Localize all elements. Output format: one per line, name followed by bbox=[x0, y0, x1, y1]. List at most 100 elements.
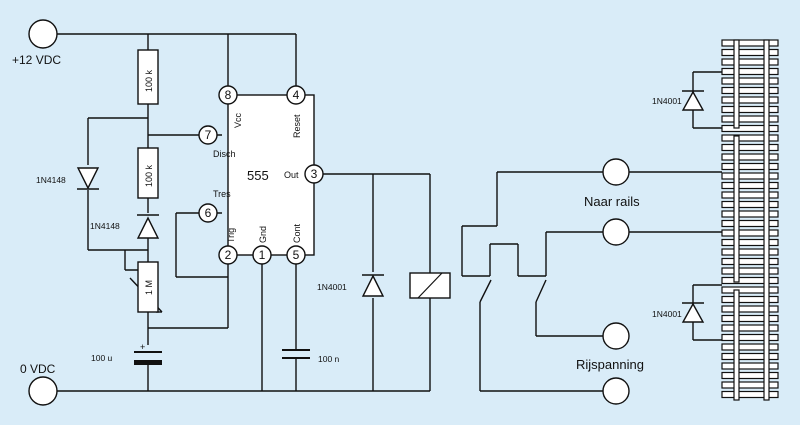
pin-1-number: 1 bbox=[259, 248, 266, 262]
label-plus-12v: +12 VDC bbox=[12, 53, 61, 67]
track-tie bbox=[721, 219, 779, 228]
terminal-drive-2 bbox=[602, 377, 630, 405]
track-tie bbox=[721, 381, 779, 389]
pin-label-disch: Disch bbox=[213, 149, 236, 159]
track-tie bbox=[721, 343, 779, 351]
track-tie bbox=[721, 172, 779, 180]
r1-value: 100 k bbox=[144, 69, 154, 92]
track-tie bbox=[721, 143, 779, 152]
track-rail bbox=[763, 39, 770, 401]
pin-label-vcc: Vcc bbox=[233, 112, 243, 128]
track-tie bbox=[721, 324, 779, 332]
track-tie bbox=[721, 67, 779, 76]
pin-7 bbox=[198, 125, 218, 145]
d2-value: 1N4148 bbox=[90, 221, 120, 231]
railway-track bbox=[721, 39, 779, 401]
track-rail bbox=[733, 135, 740, 283]
track-tie bbox=[721, 124, 779, 133]
d5-value: 1N4001 bbox=[652, 309, 682, 319]
track-tie bbox=[721, 248, 779, 256]
label-naar-rails: Naar rails bbox=[584, 194, 640, 209]
pin-4-number: 4 bbox=[293, 88, 300, 102]
track-tie bbox=[721, 200, 779, 209]
pin-3 bbox=[304, 164, 324, 184]
pin-6 bbox=[198, 203, 218, 223]
track-tie bbox=[721, 48, 779, 57]
track-tie bbox=[721, 96, 779, 104]
pin-7-number: 7 bbox=[205, 128, 212, 142]
track-tie bbox=[721, 229, 779, 237]
diode-d3 bbox=[361, 274, 385, 297]
track-rail bbox=[733, 289, 740, 401]
capacitor-c1 bbox=[134, 351, 162, 365]
c1-polarity: + bbox=[140, 342, 145, 352]
pin-3-number: 3 bbox=[311, 167, 318, 181]
r2-value: 100 k bbox=[144, 164, 154, 187]
track-tie bbox=[721, 58, 779, 66]
pin-2 bbox=[218, 245, 238, 265]
track-tie bbox=[721, 362, 779, 370]
track-tie bbox=[721, 352, 779, 361]
c2-value: 100 n bbox=[318, 354, 340, 364]
track-tie bbox=[721, 181, 779, 190]
d3-value: 1N4001 bbox=[317, 282, 347, 292]
d1-value: 1N4148 bbox=[36, 175, 66, 185]
track-tie bbox=[721, 267, 779, 275]
pin-6-number: 6 bbox=[205, 206, 212, 220]
track-tie bbox=[721, 77, 779, 85]
diode-d1 bbox=[76, 167, 100, 190]
pin-8 bbox=[218, 85, 238, 105]
pin-5 bbox=[286, 245, 306, 265]
track-tie bbox=[721, 314, 779, 323]
pin-4 bbox=[286, 85, 306, 105]
track-tie bbox=[721, 371, 779, 380]
pin-label-out: Out bbox=[284, 170, 299, 180]
capacitor-c2 bbox=[282, 349, 310, 359]
track-rail bbox=[733, 39, 740, 129]
pin-8-number: 8 bbox=[225, 88, 232, 102]
pin-label-trig: Trig bbox=[226, 228, 236, 243]
track-tie bbox=[721, 276, 779, 285]
track-tie bbox=[721, 162, 779, 171]
track-tie bbox=[721, 333, 779, 342]
track-tie bbox=[721, 257, 779, 266]
pin-label-cont: Cont bbox=[292, 223, 302, 243]
pin-5-number: 5 bbox=[293, 248, 300, 262]
terminal-rails-1 bbox=[602, 158, 630, 186]
track-tie bbox=[721, 134, 779, 142]
track-tie bbox=[721, 210, 779, 218]
resistor-r1 bbox=[137, 49, 159, 105]
pin-label-tres: Tres bbox=[213, 189, 231, 199]
pot-value: 1 M bbox=[144, 280, 154, 295]
track-tie bbox=[721, 153, 779, 161]
pin-1 bbox=[252, 245, 272, 265]
pin-label-gnd: Gnd bbox=[258, 226, 268, 243]
terminal-rails-2 bbox=[602, 218, 630, 246]
terminal-plus-12v bbox=[28, 19, 58, 49]
track-tie bbox=[721, 191, 779, 199]
diode-d5 bbox=[681, 302, 705, 323]
label-rijspanning: Rijspanning bbox=[576, 357, 644, 372]
track-tie bbox=[721, 105, 779, 114]
resistor-r2 bbox=[137, 147, 159, 199]
track-tie bbox=[721, 390, 779, 399]
track-tie bbox=[721, 115, 779, 123]
ic-name: 555 bbox=[247, 168, 269, 183]
diode-d4 bbox=[681, 90, 705, 111]
track-tie bbox=[721, 238, 779, 247]
pin-label-reset: Reset bbox=[292, 114, 302, 138]
potentiometer bbox=[137, 261, 159, 313]
track-tie bbox=[721, 295, 779, 304]
c1-value: 100 u bbox=[91, 353, 113, 363]
track-tie bbox=[721, 39, 779, 47]
track-tie bbox=[721, 286, 779, 294]
diode-d2 bbox=[136, 214, 160, 239]
label-ground: 0 VDC bbox=[20, 362, 56, 376]
terminal-drive-1 bbox=[602, 322, 630, 350]
terminal-ground bbox=[28, 376, 58, 406]
track-tie bbox=[721, 86, 779, 95]
pin-2-number: 2 bbox=[225, 248, 232, 262]
d4-value: 1N4001 bbox=[652, 96, 682, 106]
track-tie bbox=[721, 305, 779, 313]
